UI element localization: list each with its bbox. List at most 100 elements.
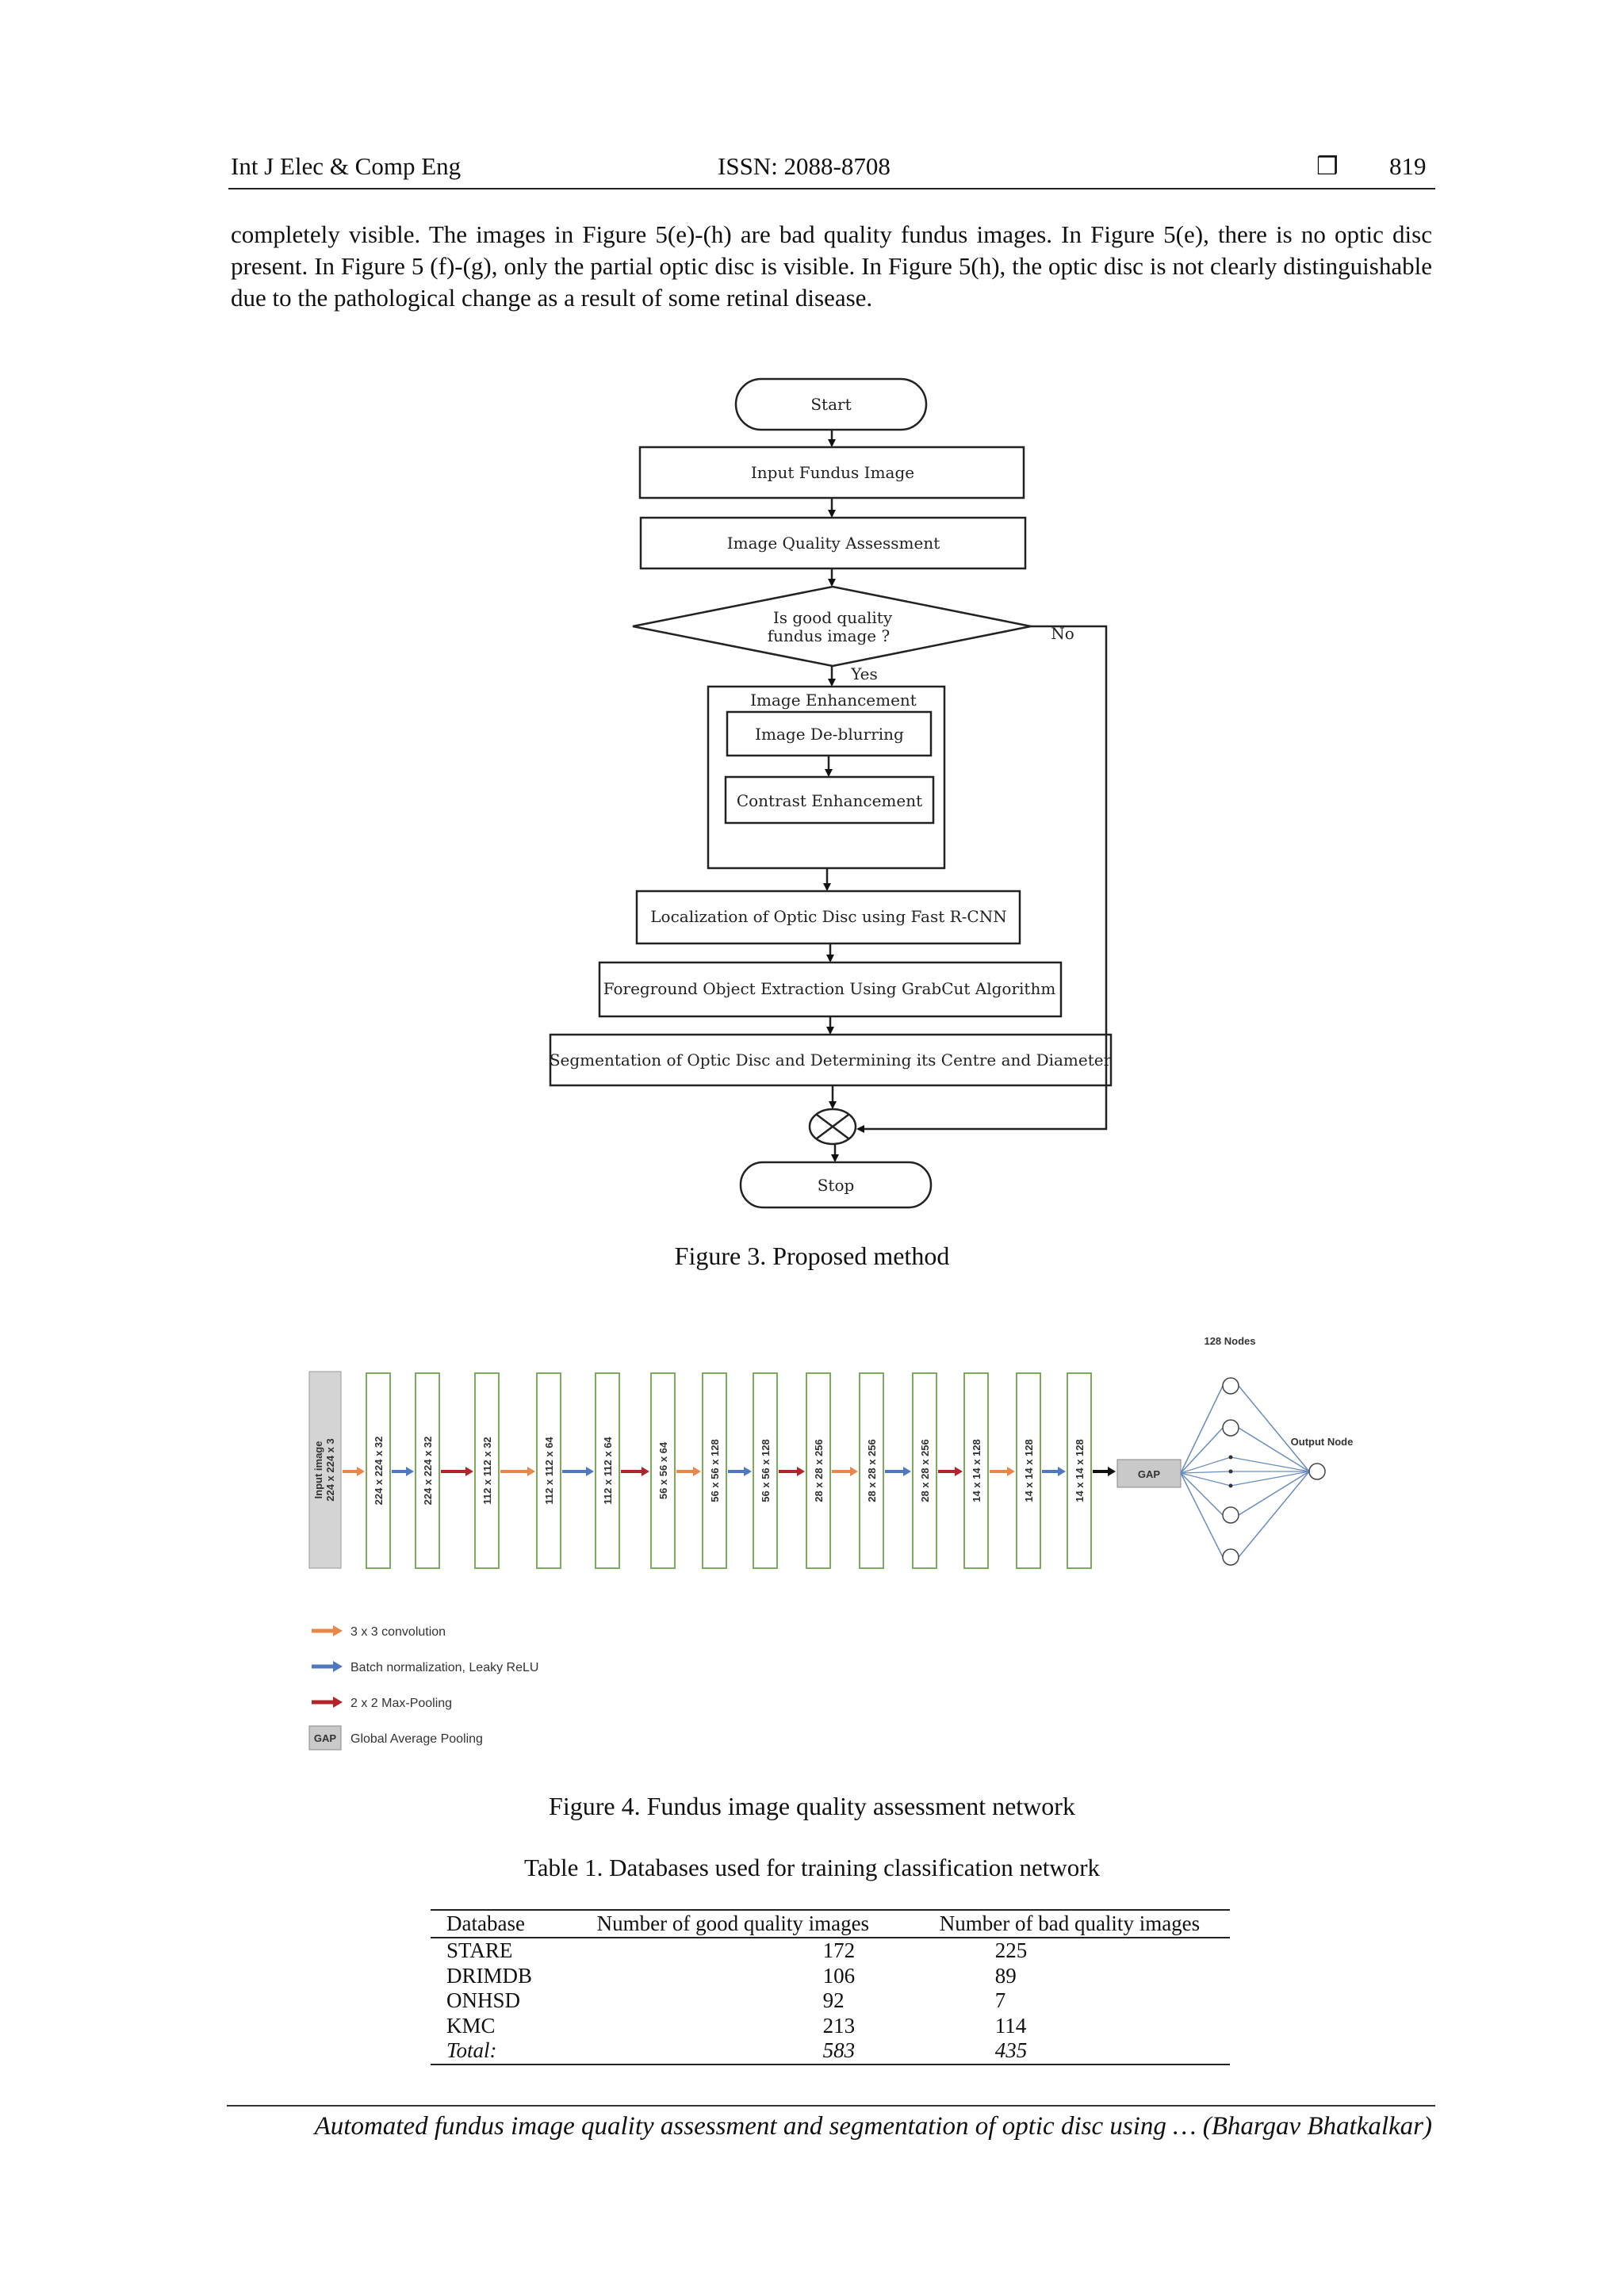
layer-arrowhead: [903, 1467, 911, 1476]
layer-dims-label: 28 x 28 x 256: [813, 1439, 825, 1502]
layer-block: [806, 1372, 831, 1569]
segmentation-box: [549, 1033, 1113, 1087]
connection-line: [1180, 1471, 1231, 1474]
ellipsis-dot: [1228, 1483, 1233, 1488]
running-header-issn: ISSN: 2088-8708: [718, 152, 891, 180]
localization-label: Localization of Optic Disc using Fast R-…: [650, 907, 1006, 926]
layer-block: [912, 1372, 937, 1569]
layer-block: [1016, 1372, 1041, 1569]
table-cell: 106: [822, 1963, 856, 1988]
ellipsis-dot: [1228, 1455, 1233, 1460]
deblurring-label: Image De-blurring: [755, 725, 904, 744]
legend-gap-label: Global Average Pooling: [350, 1732, 483, 1746]
layer-dims-label: 112 x 112 x 32: [481, 1437, 493, 1504]
table-cell: STARE: [446, 1938, 513, 1962]
gap-block: [1116, 1459, 1182, 1488]
nodes-label: 128 Nodes: [1204, 1335, 1255, 1347]
legend-bn-label: Batch normalization, Leaky ReLU: [350, 1661, 538, 1674]
layer-dims-label: 56 x 56 x 64: [657, 1441, 669, 1499]
legend-pool-label: 2 x 2 Max-Pooling: [350, 1697, 452, 1710]
table-row: STARE 172 225: [431, 1938, 1230, 1964]
decision-label-line1: Is good quality: [773, 608, 893, 627]
layer-arrowhead: [357, 1467, 365, 1476]
layer-arrowhead: [1108, 1467, 1116, 1476]
legend-gap-box-label: GAP: [314, 1732, 337, 1744]
table-cell: 213: [822, 2013, 856, 2038]
layer-dims-label: 14 x 14 x 128: [1074, 1439, 1086, 1502]
layer-arrowhead: [586, 1467, 594, 1476]
layer-dims-label: 112 x 112 x 64: [602, 1437, 614, 1505]
table-header-cell: Database: [431, 1909, 553, 1938]
body-paragraph: completely visible. The images in Figure…: [231, 220, 1432, 312]
hidden-node: [1222, 1506, 1239, 1524]
input-image-label: Input image: [312, 1441, 324, 1499]
table-row: KMC 213 114: [431, 2014, 1230, 2039]
connection-line: [1238, 1471, 1310, 1558]
table-cell: 225: [994, 1938, 1028, 1962]
table-row: ONHSD 92 7: [431, 1988, 1230, 2014]
layer-block: [415, 1372, 440, 1569]
layer-dims-label: 56 x 56 x 128: [709, 1439, 721, 1502]
page-number: 819: [1389, 152, 1427, 180]
input-image-dims: 224 x 224 x 3: [324, 1438, 336, 1502]
footer-rule: [227, 2105, 1435, 2107]
layer-arrowhead: [744, 1467, 752, 1476]
hidden-node: [1222, 1419, 1239, 1437]
figure3-caption: Figure 3. Proposed method: [674, 1242, 950, 1270]
foreground-label: Foreground Object Extraction Using GrabC…: [603, 979, 1056, 998]
legend-gap-box: [308, 1725, 342, 1751]
legend-conv-label: 3 x 3 convolution: [350, 1625, 446, 1639]
layer-arrowhead: [693, 1467, 701, 1476]
layer-arrowhead: [1007, 1467, 1015, 1476]
table-cell: KMC: [446, 2013, 496, 2038]
stop-label: Stop: [818, 1176, 855, 1195]
running-footer: Automated fundus image quality assessmen…: [314, 2112, 1432, 2141]
connection-line: [1180, 1472, 1231, 1487]
connection-line: [1180, 1472, 1224, 1516]
layer-block: [474, 1372, 500, 1569]
contrast-label: Contrast Enhancement: [737, 791, 922, 810]
layer-arrowhead: [1058, 1467, 1066, 1476]
input-image-block: [308, 1371, 342, 1569]
layer-dims-label: 28 x 28 x 256: [866, 1439, 878, 1502]
layer-arrowhead: [527, 1467, 535, 1476]
figure4-network: Input image 224 x 224 x 3 224 x 224 x 32…: [308, 1335, 1353, 1751]
running-header-journal: Int J Elec & Comp Eng: [231, 152, 462, 180]
layer-block: [536, 1372, 561, 1569]
layer-dims-label: 224 x 224 x 32: [373, 1437, 385, 1506]
enhancement-title: Image Enhancement: [750, 691, 917, 710]
layer-block: [753, 1372, 778, 1569]
connection-line: [1180, 1385, 1224, 1474]
layer-dims-label: 14 x 14 x 128: [971, 1439, 982, 1502]
table-row: Total: 583 435: [431, 2038, 1230, 2065]
connection-line: [1180, 1456, 1231, 1474]
layer-block: [859, 1372, 884, 1569]
layer-dims-label: 56 x 56 x 128: [760, 1439, 772, 1502]
table-cell: 89: [994, 1963, 1017, 1988]
layer-dims-label: 28 x 28 x 256: [919, 1439, 931, 1502]
stop-terminal: [739, 1161, 933, 1209]
quality-label: Image Quality Assessment: [727, 534, 940, 553]
connection-line: [1230, 1471, 1310, 1487]
merge-junction-icon: [808, 1108, 857, 1146]
table-cell: 172: [822, 1938, 856, 1962]
layer-dims-label: 14 x 14 x 128: [1023, 1439, 1035, 1502]
no-label: No: [1051, 624, 1074, 643]
layer-arrowhead: [850, 1467, 858, 1476]
output-node: [1308, 1463, 1326, 1480]
connection-line: [1230, 1456, 1310, 1472]
layer-block: [650, 1372, 676, 1569]
table-cell: ONHSD: [446, 1988, 521, 2012]
segmentation-label: Segmentation of Optic Disc and Determini…: [550, 1050, 1112, 1070]
table-header-cell: Number of bad quality images: [899, 1909, 1230, 1938]
table-cell: DRIMDB: [446, 1963, 533, 1988]
layer-arrowhead: [465, 1467, 473, 1476]
connection-line: [1238, 1385, 1310, 1472]
connection-line: [1238, 1427, 1310, 1472]
table-cell: 583: [553, 2038, 900, 2065]
gap-label: GAP: [1138, 1468, 1161, 1480]
connection-line: [1180, 1472, 1224, 1558]
hidden-node: [1222, 1548, 1239, 1566]
layer-block: [702, 1372, 727, 1569]
connection-line: [1180, 1427, 1224, 1474]
